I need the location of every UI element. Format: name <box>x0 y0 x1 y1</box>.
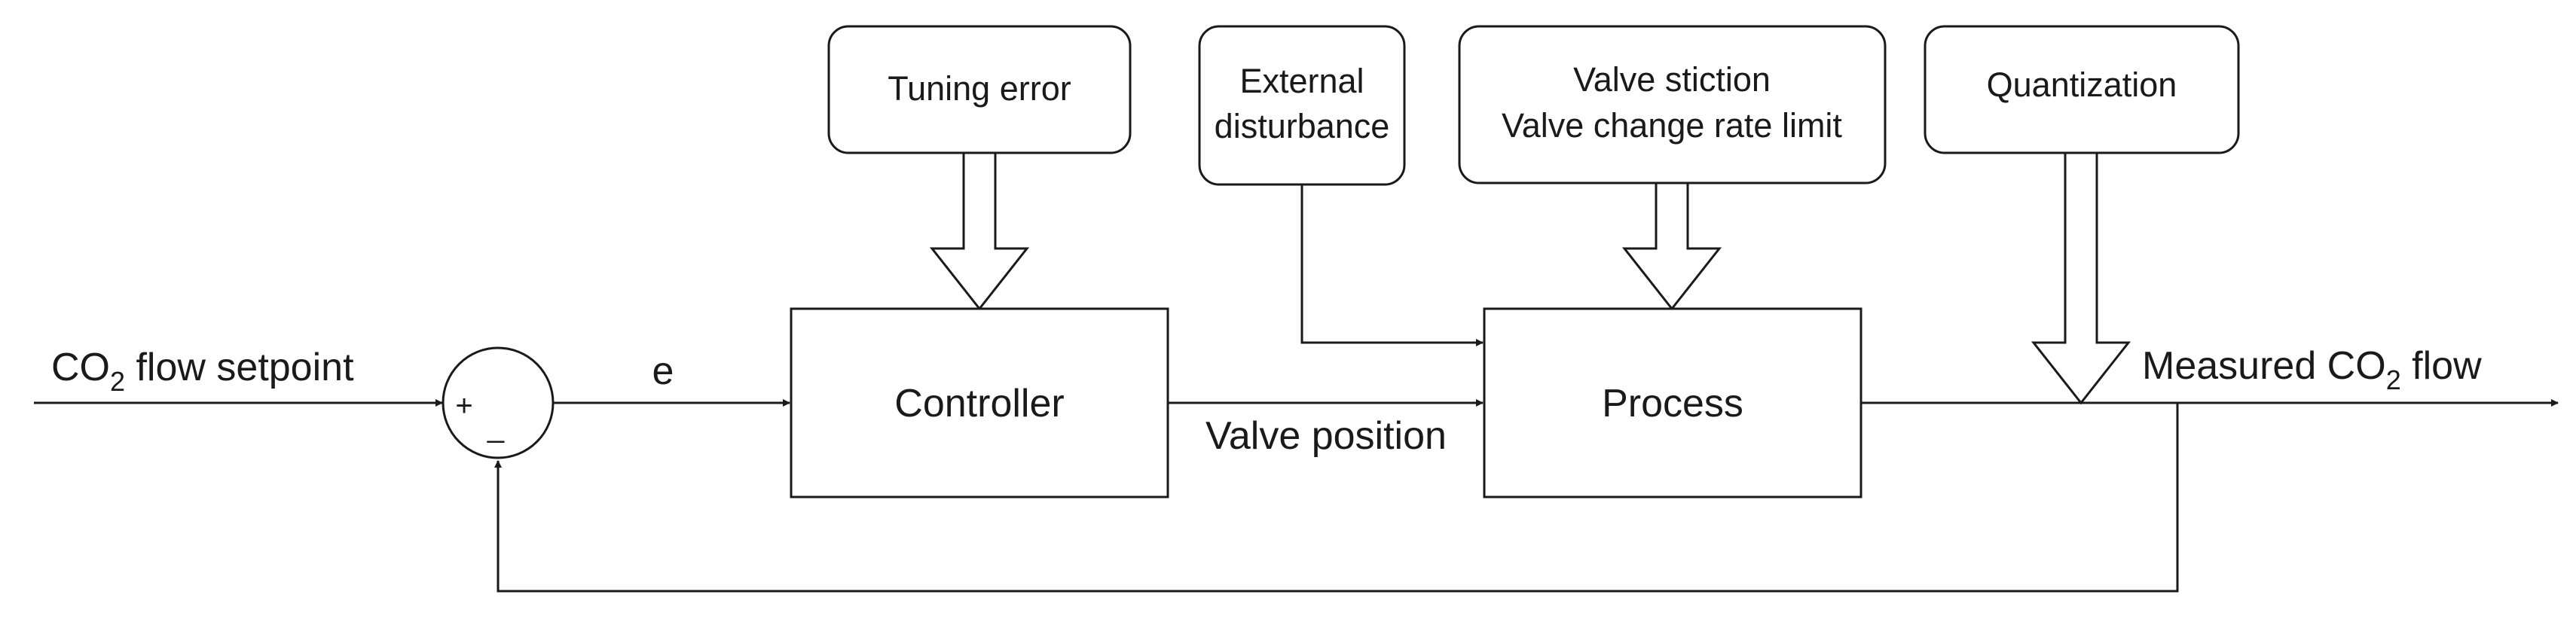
measured-label-prefix: Measured CO <box>2142 344 2386 388</box>
process-label: Process <box>1602 382 1743 425</box>
setpoint-label: CO2 flow setpoint <box>51 346 354 397</box>
controller-label: Controller <box>894 382 1064 425</box>
quantization-block-arrow <box>2031 151 2131 405</box>
valve-issues-box <box>1458 25 1887 184</box>
measured-label-subscript: 2 <box>2386 364 2401 395</box>
external-disturbance-arrow <box>1300 184 1484 346</box>
external-disturbance-box <box>1198 25 1406 186</box>
summing-plus-sign: + <box>455 389 472 422</box>
setpoint-label-subscript: 2 <box>110 366 125 397</box>
valve-stiction-label: Valve stiction <box>1573 60 1771 99</box>
measured-flow-label: Measured CO2 flow <box>2142 344 2482 395</box>
summing-minus-sign: _ <box>487 410 505 444</box>
setpoint-label-suffix: flow setpoint <box>125 346 354 389</box>
external-disturbance-label-line1: External <box>1239 62 1364 100</box>
valve-issues-block-arrow <box>1621 181 1722 311</box>
valve-rate-limit-label: Valve change rate limit <box>1502 106 1842 145</box>
summing-junction <box>442 346 555 459</box>
tuning-error-label: Tuning error <box>888 69 1071 108</box>
feedback-path <box>494 403 2179 593</box>
tuning-error-block-arrow <box>929 151 1030 311</box>
quantization-label: Quantization <box>1987 66 2177 104</box>
measured-label-suffix: flow <box>2401 344 2482 388</box>
setpoint-label-prefix: CO <box>51 346 110 389</box>
controller-block <box>790 307 1169 498</box>
valve-position-label: Valve position <box>1205 414 1447 458</box>
error-label: e <box>652 349 674 393</box>
external-disturbance-label-line2: disturbance <box>1215 107 1390 145</box>
